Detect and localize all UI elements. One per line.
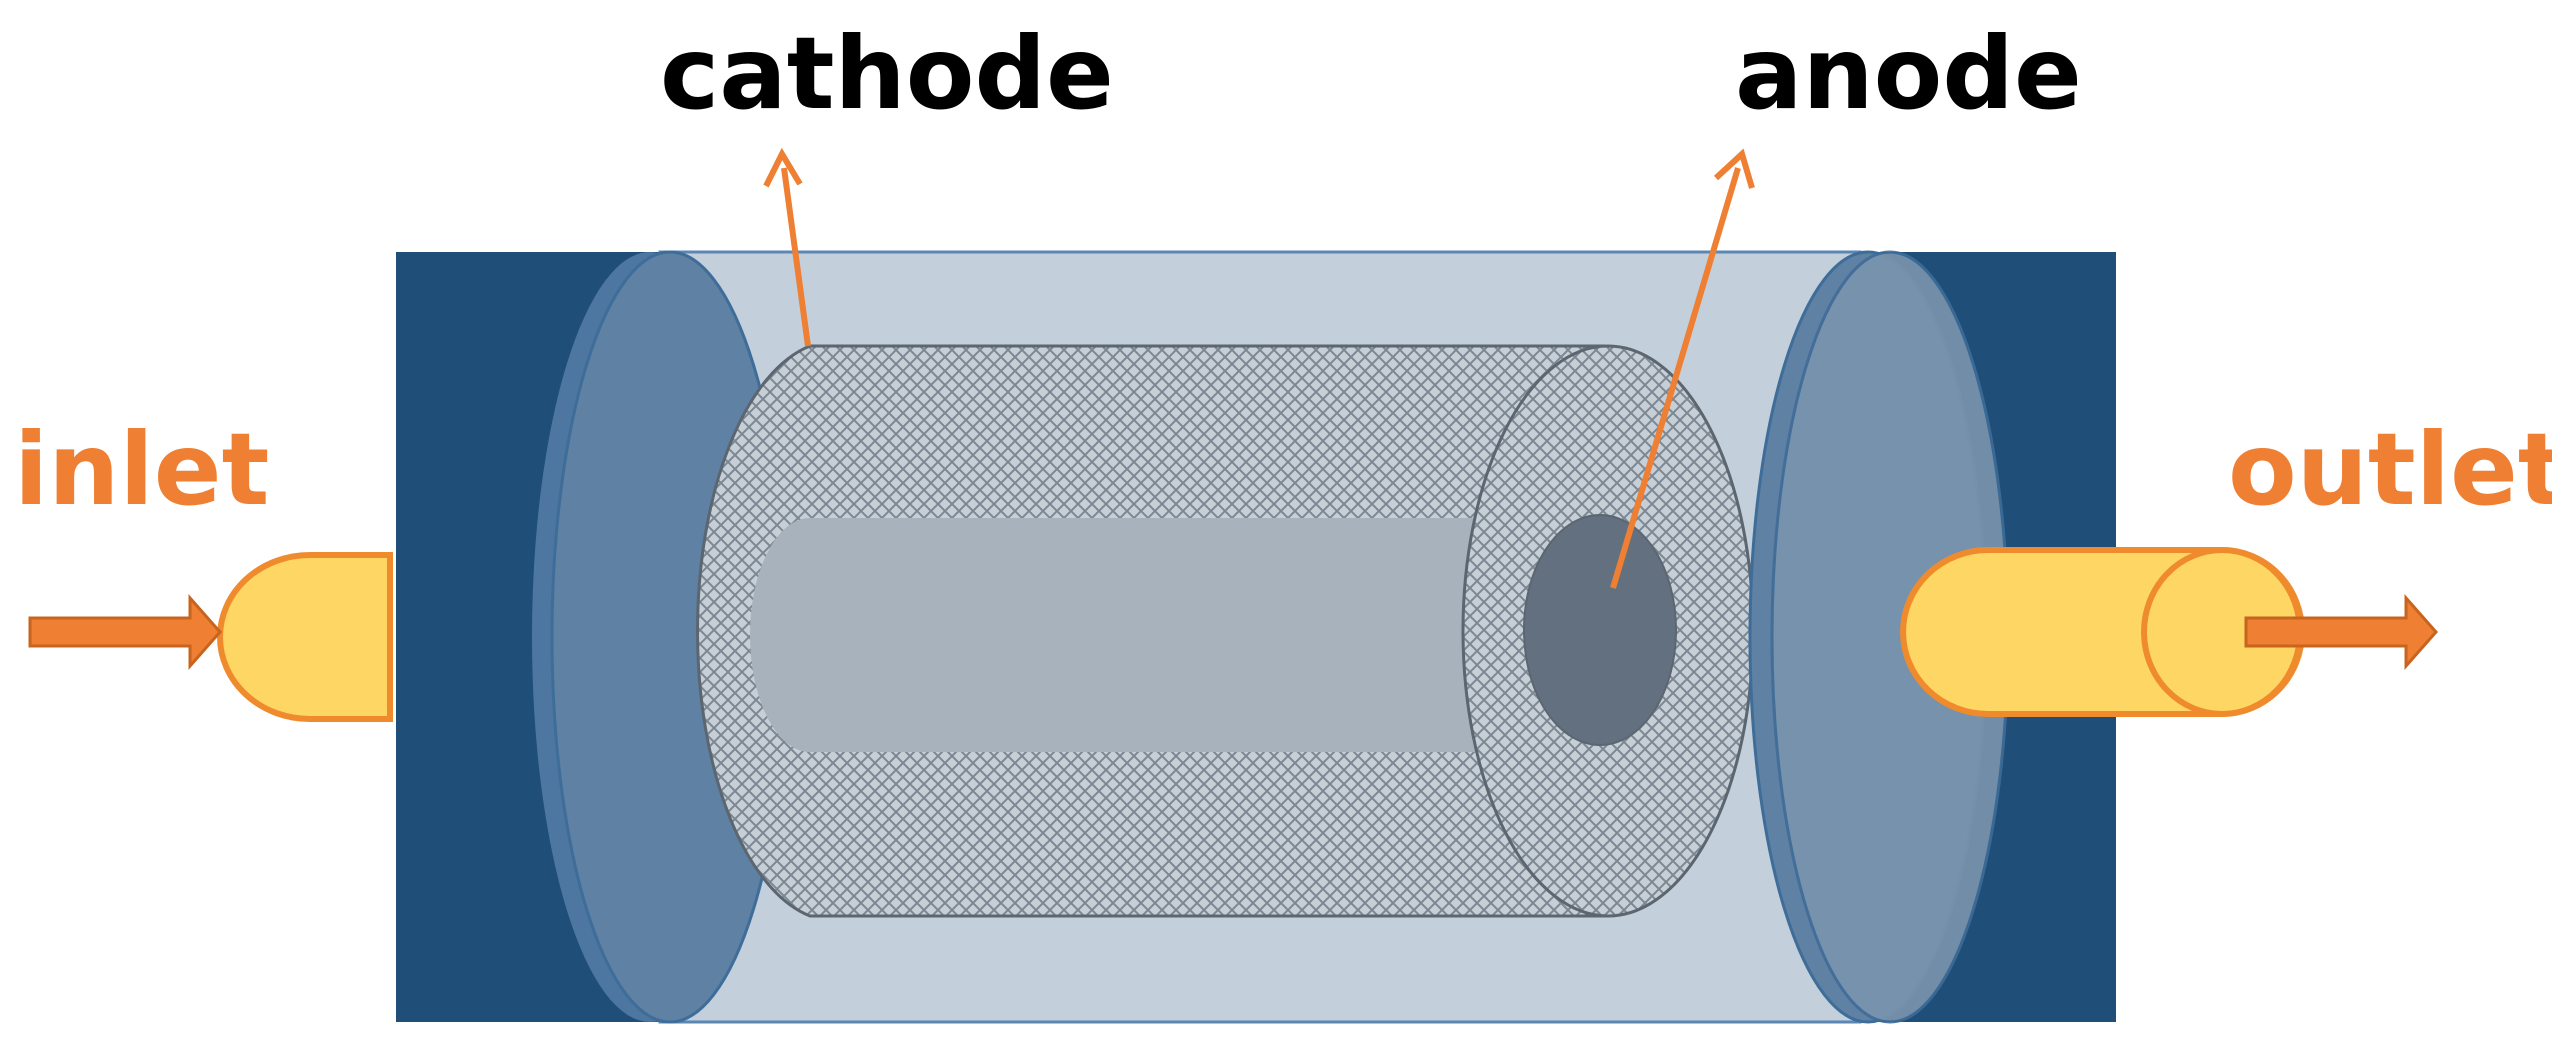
anode-label: anode [1735, 15, 2082, 132]
arrow-right-icon [28, 594, 223, 670]
arrow-right-icon [2244, 594, 2439, 670]
inlet-label: inlet [14, 411, 270, 528]
inlet-pipe [217, 552, 393, 722]
pointer-arrow-icon [1610, 148, 1755, 589]
right-end-plate [1748, 250, 2010, 1024]
outlet-pipe [1900, 547, 2305, 717]
anode-core [1523, 514, 1677, 746]
pointer-arrow-icon [763, 147, 811, 347]
cathode-cylinder [696, 344, 1755, 918]
cathode-label: cathode [660, 15, 1114, 132]
outlet-label: outlet [2228, 411, 2552, 528]
